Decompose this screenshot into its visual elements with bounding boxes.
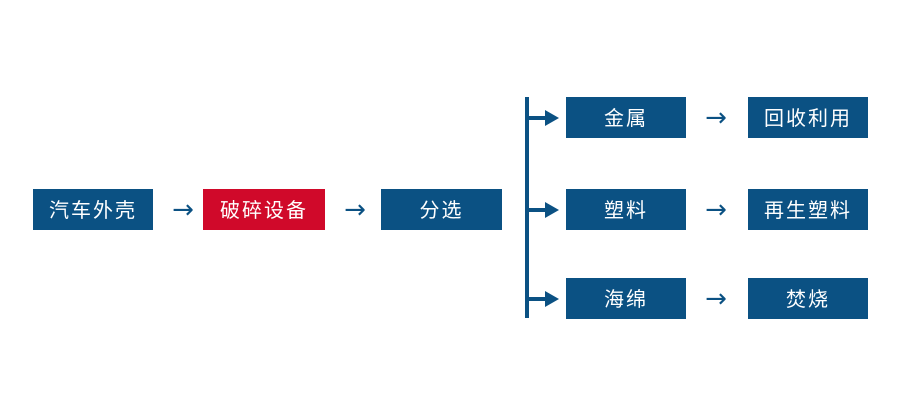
arrow-right-icon-crusher-to-sorting: →	[344, 194, 366, 225]
node-crusher[interactable]: 破碎设备	[203, 189, 325, 230]
branch-arrow-head	[545, 202, 559, 218]
node-car-shell[interactable]: 汽车外壳	[33, 189, 153, 230]
branch-bus-line	[525, 97, 529, 318]
arrow-right-icon-metal-to-outcome: →	[705, 102, 727, 133]
branch-arrow-right-icon-plastic	[529, 198, 559, 222]
node-plastic-outcome[interactable]: 再生塑料	[748, 189, 868, 230]
arrow-right-icon-car-shell-to-crusher: →	[172, 194, 194, 225]
node-metal-material[interactable]: 金属	[566, 97, 686, 138]
branch-arrow-right-icon-metal	[529, 106, 559, 130]
arrow-right-icon-sponge-to-outcome: →	[705, 283, 727, 314]
branch-arrow-right-icon-sponge	[529, 287, 559, 311]
arrow-right-icon-plastic-to-outcome: →	[705, 194, 727, 225]
node-plastic-material[interactable]: 塑料	[566, 189, 686, 230]
node-sponge-outcome[interactable]: 焚烧	[748, 278, 868, 319]
branch-arrow-head	[545, 291, 559, 307]
branch-arrow-head	[545, 110, 559, 126]
branch-arrow-shaft	[529, 116, 549, 120]
node-metal-outcome[interactable]: 回收利用	[748, 97, 868, 138]
branch-arrow-shaft	[529, 297, 549, 301]
node-sponge-material[interactable]: 海绵	[566, 278, 686, 319]
node-sorting[interactable]: 分选	[381, 189, 502, 230]
branch-arrow-shaft	[529, 208, 549, 212]
